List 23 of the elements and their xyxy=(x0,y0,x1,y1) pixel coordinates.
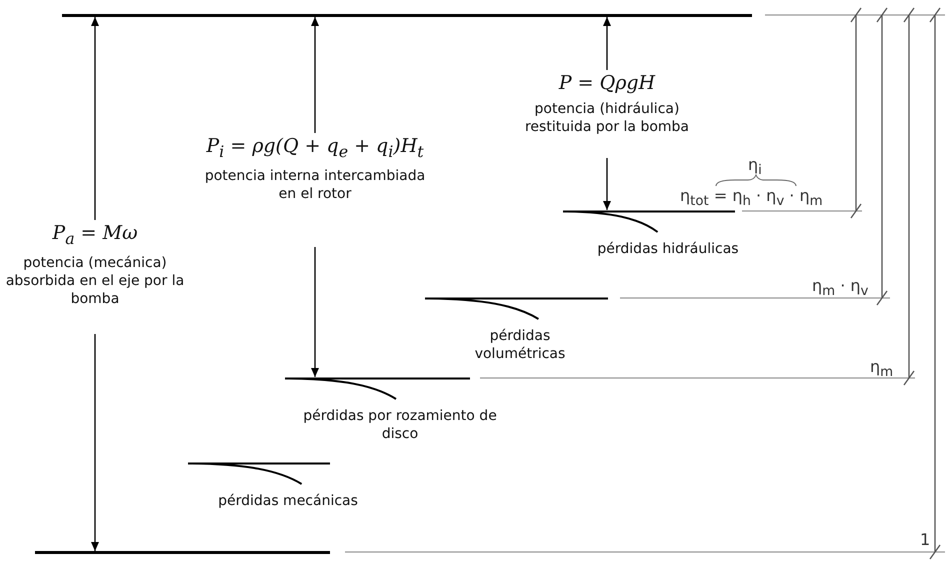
power-formula: P = QρgH xyxy=(558,72,656,94)
arrow xyxy=(91,334,99,551)
efficiency-label: η$_{tot}$ = η$_{h}$ · η$_{v}$ · η$_{m}$ xyxy=(680,186,823,210)
loss-label: pérdidas por rozamiento de disco xyxy=(302,407,498,444)
loss-label: pérdidas volumétricas xyxy=(474,327,566,364)
power-description: potencia interna intercambiada en el rotor xyxy=(204,166,426,204)
level-line xyxy=(35,551,330,554)
arrow xyxy=(603,17,611,70)
level-line xyxy=(62,14,752,17)
power-description: potencia (hidráulica) restituida por la bomba xyxy=(524,100,690,136)
power-formula: P$_{i}$ = ρg(Q + q$_{e}$ + q$_{i}$)H$_{t}$ xyxy=(205,135,425,161)
efficiency-label: 1 xyxy=(920,530,930,549)
arrow xyxy=(603,158,611,210)
loss-label: pérdidas hidráulicas xyxy=(596,240,740,258)
efficiency-label: η$_{m}$ xyxy=(870,357,894,380)
loss-label: pérdidas mecánicas xyxy=(217,492,359,510)
efficiency-label: η$_{m}$ · η$_{v}$ xyxy=(812,276,868,300)
arrow xyxy=(311,247,319,377)
arrow xyxy=(311,17,319,133)
power-formula: P$_{a}$ = Mω xyxy=(51,222,139,248)
arrow xyxy=(91,17,99,220)
efficiency-label: η$_{i}$ xyxy=(748,155,762,178)
power-description: potencia (mecánica) absorbida en el eje por la bomba xyxy=(5,254,185,308)
